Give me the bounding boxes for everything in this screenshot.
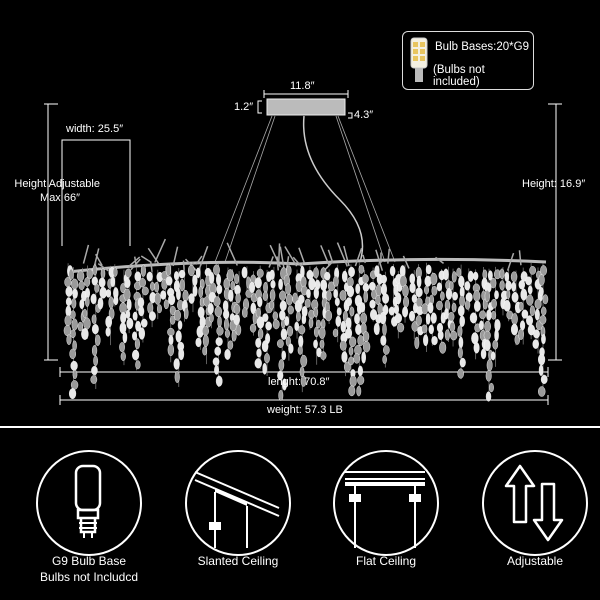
g9-label-line1: G9 Bulb Base <box>51 554 127 568</box>
up-down-arrows-icon <box>504 464 564 542</box>
g9-bulb-small-icon <box>410 37 428 82</box>
canopy-height-label: 1.2″ <box>234 101 254 113</box>
canopy-width-label: 4.3″ <box>354 109 374 121</box>
feature-label-slanted: Slanted Ceiling <box>197 554 279 568</box>
canopy-length-label: 11.8″ <box>290 80 315 92</box>
width-bracket <box>61 139 131 246</box>
power-cord <box>302 115 364 263</box>
flat-ceiling-icon <box>345 471 425 548</box>
ceiling-canopy <box>266 98 346 116</box>
bulb-bases-text: Bulb Bases:20*G9 <box>435 41 529 53</box>
width-label: width: 25.5″ <box>66 123 124 135</box>
feature-label-adjustable: Adjustable <box>506 554 564 568</box>
bulbs-not-included-text: (Bulbs not included) <box>433 64 485 88</box>
feature-label-flat: Flat Ceiling <box>355 554 417 568</box>
bulb-info-box: Bulb Bases:20*G9 (Bulbs not included) <box>402 31 534 90</box>
height-adjustable-label: Height Adjustable <box>14 178 100 190</box>
suspension-cable <box>214 115 273 263</box>
g9-label-line2: Bulbs not Includcd <box>39 570 139 584</box>
feature-label-g9: G9 Bulb Base Bulbs not Includcd <box>19 553 159 585</box>
g9-bulb-icon <box>74 464 102 538</box>
weight-label: weight: 57.3 LB <box>267 404 343 416</box>
length-label: lenght: 70.8″ <box>268 376 330 388</box>
feature-flat-ceiling <box>333 450 439 556</box>
feature-slanted-ceiling <box>185 450 291 556</box>
feature-adjustable <box>482 450 588 556</box>
chandelier-image <box>63 238 549 402</box>
max-height-label: Max 66″ <box>40 192 80 204</box>
slanted-ceiling-icon <box>194 471 280 548</box>
height-label: Height: 16.9″ <box>522 178 586 190</box>
feature-g9-bulb <box>36 450 142 556</box>
